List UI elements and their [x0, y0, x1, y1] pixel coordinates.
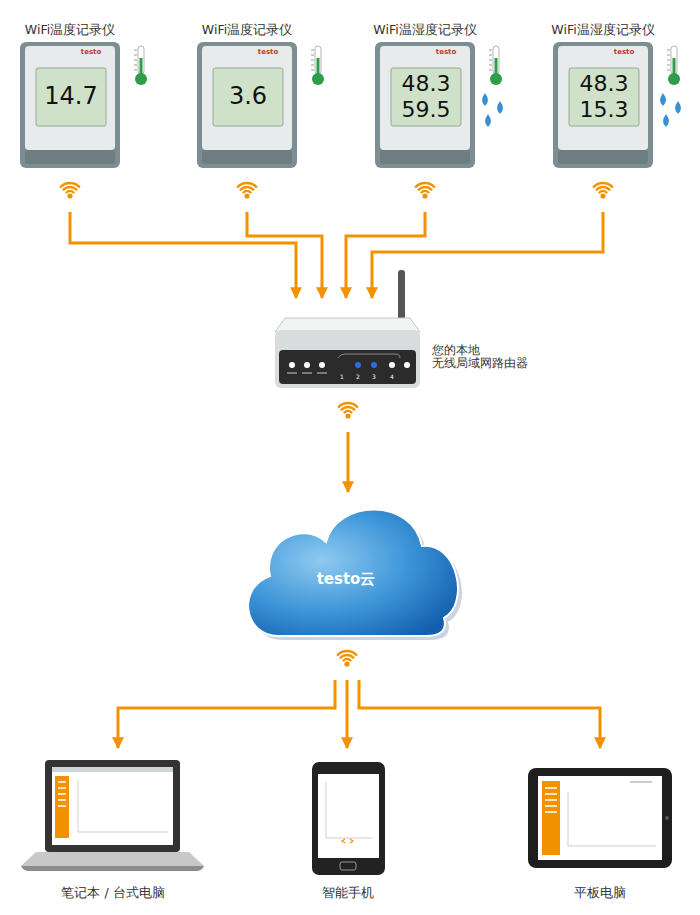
port-number: 3 — [372, 374, 376, 381]
wifi-link-arrow — [118, 680, 335, 748]
wifi-link-arrow — [70, 212, 296, 298]
wifi-link-arrow — [346, 680, 349, 748]
node-title: WiFi温度记录仪 — [25, 23, 115, 37]
display-value: 48.3 — [580, 71, 629, 96]
wifi-link-arrow — [359, 680, 600, 748]
node-title: 平板电脑 — [574, 886, 626, 900]
display-value: 48.3 — [402, 71, 451, 96]
wifi-link-arrow — [346, 212, 425, 298]
node-title: testo云 — [317, 571, 376, 588]
wifi-logger: WiFi温度记录仪 14.7 — [2, 16, 168, 212]
display-value: 3.6 — [229, 83, 267, 111]
node-title: WiFi温湿度记录仪 — [373, 23, 476, 37]
wifi-logger: WiFi温度记录仪 3.6 — [179, 16, 345, 212]
brand-logo: testo — [81, 49, 101, 57]
wlan-router: 您的本地 无线局域网路由器 — [270, 298, 560, 432]
brand-logo: testo — [258, 49, 278, 57]
port-number: 2 — [356, 374, 360, 381]
wifi-link-arrow — [247, 212, 322, 298]
node-title: WiFi温度记录仪 — [202, 23, 292, 37]
display-value: 15.3 — [580, 97, 629, 122]
tablet: 平板电脑 — [520, 748, 680, 906]
laptop-desktop: 笔记本 / 台式电脑 — [16, 748, 216, 906]
node-title: 您的本地 无线局域网路由器 — [432, 344, 536, 370]
node-title: WiFi温湿度记录仪 — [551, 23, 654, 37]
wifi-link-arrow — [372, 212, 603, 298]
wifi-logger: WiFi温湿度记录仪 48.315.3 — [535, 16, 700, 212]
node-title: 智能手机 — [322, 886, 374, 900]
display-value: 14.7 — [44, 83, 97, 111]
display-value: 59.5 — [402, 97, 451, 122]
wifi-link-arrow — [347, 432, 350, 492]
node-title: 笔记本 / 台式电脑 — [61, 886, 164, 900]
port-number: 4 — [390, 374, 394, 381]
testo-cloud: testo云 — [236, 492, 462, 680]
brand-logo: testo — [614, 49, 634, 57]
wifi-logger: WiFi温湿度记录仪 48.359.5 — [357, 16, 523, 212]
port-number: 1 — [340, 374, 344, 381]
brand-logo: testo — [436, 49, 456, 57]
smartphone: 智能手机 — [300, 748, 394, 906]
